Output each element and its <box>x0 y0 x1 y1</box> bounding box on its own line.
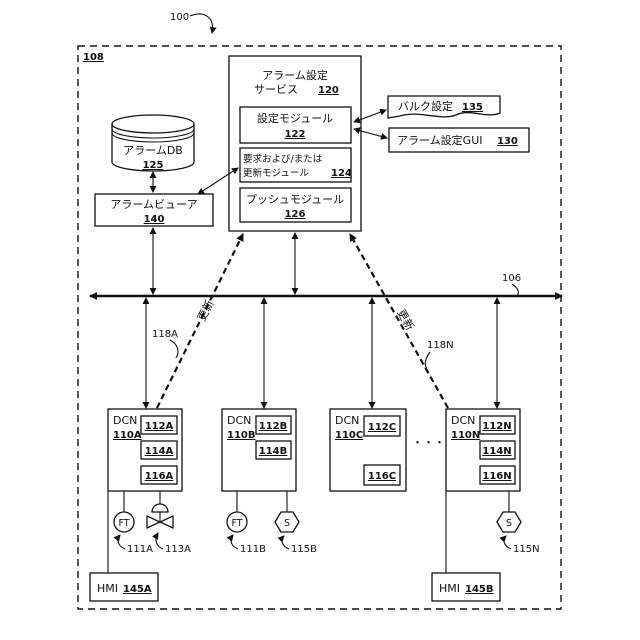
s-b-label: S <box>284 518 290 529</box>
s-n-leader <box>504 536 511 549</box>
alarm-db-ref: 125 <box>143 160 164 171</box>
figure-number: 100 <box>170 12 189 23</box>
alarm-gui-label: アラーム設定GUI <box>397 133 483 147</box>
hmi-a-name: HMI <box>97 582 118 595</box>
request-module-line1: 要求および/または <box>243 153 323 165</box>
dcn-n-module-1-label: 112N <box>482 421 511 432</box>
dcn-a-module-2-label: 114A <box>145 446 174 457</box>
alarm-db-label: アラームDB <box>123 144 183 157</box>
update-link-a-leader <box>170 340 178 358</box>
dcn-a-module-1-label: 112A <box>145 421 174 432</box>
alarm-gui-ref: 130 <box>497 136 518 147</box>
dcn-b-module-2-label: 114B <box>259 446 288 457</box>
hmi-a-ref: 145A <box>123 584 152 595</box>
ft-b-leader <box>231 535 238 549</box>
update-label-a: 更新 <box>194 297 216 323</box>
dcn-a-id: 110A <box>113 430 142 441</box>
dcn-b-id: 110B <box>227 430 256 441</box>
ellipsis: ・・・ <box>412 436 445 449</box>
dcn-n-name: DCN <box>451 414 475 427</box>
ft-b-ref: 111B <box>240 544 266 555</box>
dcn-c-id: 110C <box>335 430 363 441</box>
ft-a-label: FT <box>118 518 129 529</box>
network-label: 106 <box>502 273 521 284</box>
service-title-line2: サービス <box>254 83 298 96</box>
site-label: 108 <box>83 52 104 63</box>
ft-a-leader <box>118 535 125 549</box>
bulk-settings-ref: 135 <box>462 102 483 113</box>
dcn-c-module-1-label: 112C <box>368 422 396 433</box>
s-n-label: S <box>506 518 512 529</box>
valve-a-leader <box>156 533 163 549</box>
update-link-n-leader <box>425 352 430 371</box>
dcn-n-module-2-label: 114N <box>482 446 511 457</box>
alarm-viewer-ref: 140 <box>144 214 165 225</box>
push-module-ref: 126 <box>285 209 306 220</box>
service-title-line1: アラーム設定 <box>262 68 328 82</box>
update-link-n-ref: 118N <box>427 340 454 351</box>
request-module-line2: 更新モジュール <box>243 167 309 179</box>
update-link-a-ref: 118A <box>152 329 178 340</box>
bulk-settings-label: バルク設定 <box>398 99 453 113</box>
dcn-c-name: DCN <box>335 414 359 427</box>
figure-pointer <box>190 14 213 33</box>
alarm-viewer-label: アラームビューア <box>110 198 197 211</box>
config-module-label: 設定モジュール <box>257 111 333 125</box>
push-module-label: プッシュモジュール <box>246 193 344 206</box>
s-n-ref: 115N <box>513 544 540 555</box>
dcn-n-module-3-label: 116N <box>482 471 511 482</box>
ft-b-label: FT <box>231 518 242 529</box>
alarm-db-top <box>112 115 194 133</box>
dcn-n-id: 110N <box>451 430 480 441</box>
service-ref: 120 <box>318 85 339 96</box>
s-b-leader <box>282 536 289 549</box>
dcn-b-name: DCN <box>227 414 251 427</box>
dcn-a-name: DCN <box>113 414 137 427</box>
dcn-a-module-3-label: 116A <box>145 471 174 482</box>
valve-a-ref: 113A <box>165 544 191 555</box>
dcn-c-module-2-label: 116C <box>368 471 396 482</box>
hmi-b-name: HMI <box>439 582 460 595</box>
hmi-b-ref: 145B <box>465 584 494 595</box>
ft-a-ref: 111A <box>127 544 153 555</box>
dcn-b-module-1-label: 112B <box>259 421 288 432</box>
valve-a-icon <box>147 504 173 528</box>
network-label-leader <box>512 284 518 296</box>
request-module-ref: 124 <box>331 168 352 179</box>
config-module-ref: 122 <box>285 129 306 140</box>
s-b-ref: 115B <box>291 544 317 555</box>
